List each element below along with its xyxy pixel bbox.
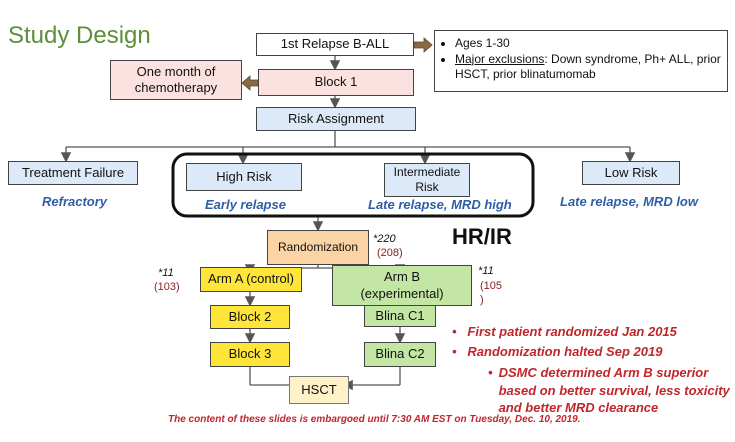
block1-box: Block 1 xyxy=(258,69,414,96)
arm-b-box: Arm B (experimental) xyxy=(332,265,472,306)
note-dsmc: •DSMC determined Arm B superior based on… xyxy=(488,364,732,417)
exclusion-criterion: Major exclusions: Down syndrome, Ph+ ALL… xyxy=(455,52,721,83)
chemo-box: One month of chemotherapy xyxy=(110,60,242,100)
exclusions-label: Major exclusions xyxy=(455,51,545,66)
high-risk-box: High Risk xyxy=(186,163,302,191)
block3-box: Block 3 xyxy=(210,342,290,367)
risk-assignment-box: Risk Assignment xyxy=(256,107,416,131)
age-criterion: Ages 1-30 xyxy=(455,36,721,52)
criteria-box: Ages 1-30 Major exclusions: Down syndrom… xyxy=(434,30,728,92)
slide-title: Study Design xyxy=(8,22,151,49)
exclusions-text: : Down syndrome, Ph+ ALL, prior HSCT, pr… xyxy=(455,51,721,82)
late-relapse-mrd-high-label: Late relapse, MRD high xyxy=(368,197,512,212)
embargo-footer: The content of these slides is embargoed… xyxy=(168,414,581,425)
hr-ir-label: HR/IR xyxy=(452,224,512,249)
randomization-count-analyzed: (208) xyxy=(377,247,403,259)
arm-a-count-analyzed: (103) xyxy=(154,281,180,293)
hsct-box: HSCT xyxy=(289,376,349,404)
arm-b-count-analyzed: (105 xyxy=(480,280,503,292)
note-dsmc-text: DSMC determined Arm B superior based on … xyxy=(498,365,730,416)
blina-c1-box: Blina C1 xyxy=(364,305,436,327)
note-first-patient: • First patient randomized Jan 2015 xyxy=(452,324,677,339)
blina-c2-box: Blina C2 xyxy=(364,342,436,367)
block2-box: Block 2 xyxy=(210,305,290,329)
note-halted-text: Randomization halted Sep 2019 xyxy=(467,344,663,359)
low-risk-box: Low Risk xyxy=(582,161,680,185)
note-first-text: First patient randomized Jan 2015 xyxy=(467,324,677,339)
arm-b-count: *11 xyxy=(478,265,494,277)
refractory-label: Refractory xyxy=(42,194,108,209)
arm-b-count-close: ) xyxy=(480,294,484,306)
arm-a-box: Arm A (control) xyxy=(200,267,302,292)
treatment-failure-box: Treatment Failure xyxy=(8,161,138,185)
note-halted: • Randomization halted Sep 2019 xyxy=(452,344,663,359)
randomization-box: Randomization xyxy=(267,230,369,265)
relapse-box: 1st Relapse B-ALL xyxy=(256,33,414,56)
intermediate-risk-box: Intermediate Risk xyxy=(384,163,470,197)
early-relapse-label: Early relapse xyxy=(205,197,286,212)
randomization-count: *220 xyxy=(373,233,396,245)
arm-a-count: *11 xyxy=(158,267,174,279)
late-relapse-mrd-low-label: Late relapse, MRD low xyxy=(560,194,698,209)
